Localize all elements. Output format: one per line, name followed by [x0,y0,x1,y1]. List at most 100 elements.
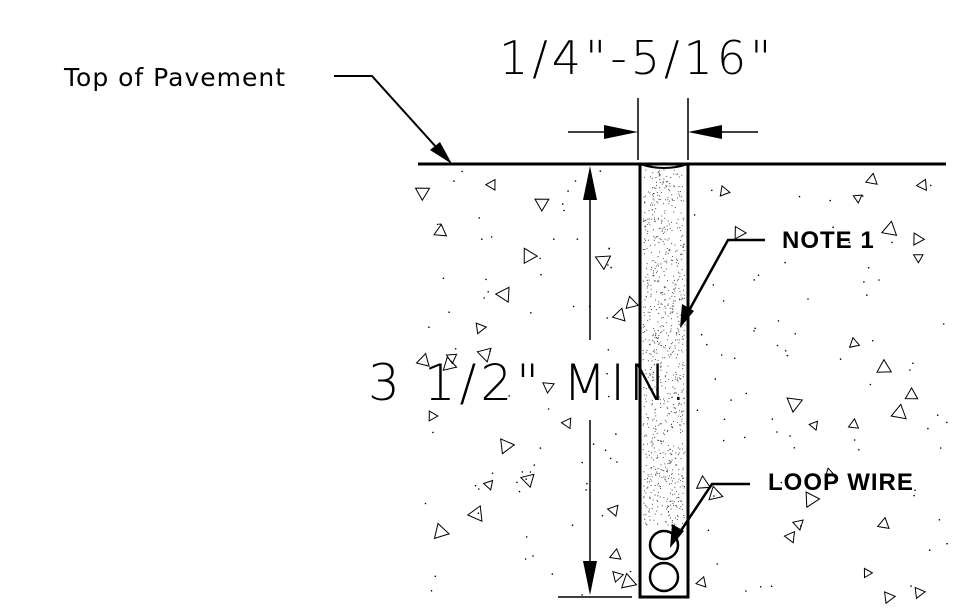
sealant-speck [644,238,646,240]
sealant-speck [673,185,675,187]
sealant-speck [683,452,685,454]
loop-wire-label: LOOP WIRE [768,469,914,496]
sealant-speck [663,270,665,272]
sealant-speck [665,421,667,423]
sealant-speck [672,420,675,422]
sealant-speck [662,398,665,400]
sealant-speck [682,289,685,291]
sealant-speck [671,450,674,452]
sealant-speck [654,330,656,332]
sealant-speck [648,481,650,483]
aggregate-dot [716,563,718,565]
sealant-speck [674,295,676,298]
sealant-speck [660,443,662,445]
aggregate-dot [794,333,796,335]
sealant-speck [643,394,645,396]
sealant-speck [673,412,675,414]
sealant-speck [655,265,658,267]
sealant-speck [681,174,683,176]
sealant-speck [663,169,665,171]
sealant-speck [661,385,663,387]
sealant-speck [655,337,658,339]
sealant-speck [668,354,670,356]
aggregate-dot [753,330,755,332]
sealant-speck [683,388,685,390]
sealant-speck [654,280,656,282]
sealant-speck [678,349,680,351]
sealant-speck [682,430,684,432]
aggregate-dot [814,238,817,240]
sealant-speck [661,221,663,223]
sealant-speck [656,270,658,272]
sealant-speck [648,508,650,510]
sealant-speck [677,191,679,193]
sealant-speck [668,398,670,400]
sealant-speck [660,513,662,515]
sealant-speck [662,294,664,296]
aggregate-triangle [883,591,897,605]
sealant-speck [665,380,667,382]
sealant-speck [652,350,654,352]
aggregate-dot [424,502,427,505]
sealant-speck [662,456,664,459]
sealant-speck [651,204,653,206]
sealant-speck [681,253,683,256]
aggregate-triangle [734,225,748,240]
sealant-speck [677,514,679,516]
sealant-speck [652,459,654,461]
sealant-speck [681,236,683,238]
aggregate-dot [878,279,880,281]
sealant-speck [674,482,676,484]
sealant-speck [674,244,676,246]
sealant-speck [677,262,679,264]
sealant-speck [682,480,684,482]
aggregate-dot [478,217,481,219]
sealant-speck [675,173,677,175]
sealant-speck [646,477,649,479]
sealant-speck [667,429,669,431]
sealant-speck [655,262,657,264]
sealant-speck [683,373,685,376]
aggregate-dot [448,311,450,314]
sealant-speck [653,447,655,449]
sealant-speck [654,430,656,433]
sealant-speck [667,252,669,254]
sealant-speck [642,220,645,222]
sealant-speck [650,478,652,480]
sealant-speck [664,347,666,349]
aggregate-triangle [433,223,448,237]
sealant-speck [660,239,662,241]
sealant-speck [669,393,671,395]
sealant-speck [657,495,659,497]
sealant-speck [676,197,678,199]
sealant-speck [644,195,646,197]
sealant-speck [681,349,683,351]
sealant-speck [655,408,657,410]
sealant-speck [670,328,672,330]
sealant-speck [679,507,681,510]
sealant-speck [642,448,644,451]
sealant-speck [678,402,680,404]
sealant-speck [668,223,670,225]
sealant-speck [683,486,686,488]
sealant-speck [661,469,663,471]
sealant-speck [643,253,645,255]
aggregate-triangle [848,336,861,348]
sealant-speck [652,335,654,337]
sealant-speck [644,212,646,214]
sealant-speck [651,194,654,196]
sealant-speck [657,236,659,238]
sealant-speck [670,411,672,413]
aggregate-dot [606,317,609,319]
aggregate-dot [866,294,868,296]
sealant-speck [661,330,663,332]
sealant-speck [682,245,684,247]
sealant-speck [680,244,682,246]
sealant-speck [661,183,663,185]
sealant-speck [643,514,645,516]
sealant-speck [659,175,661,177]
sealant-speck [659,363,661,365]
aggregate-triangle [805,491,821,509]
sealant-speck [648,450,650,452]
aggregate-triangle [611,307,626,322]
